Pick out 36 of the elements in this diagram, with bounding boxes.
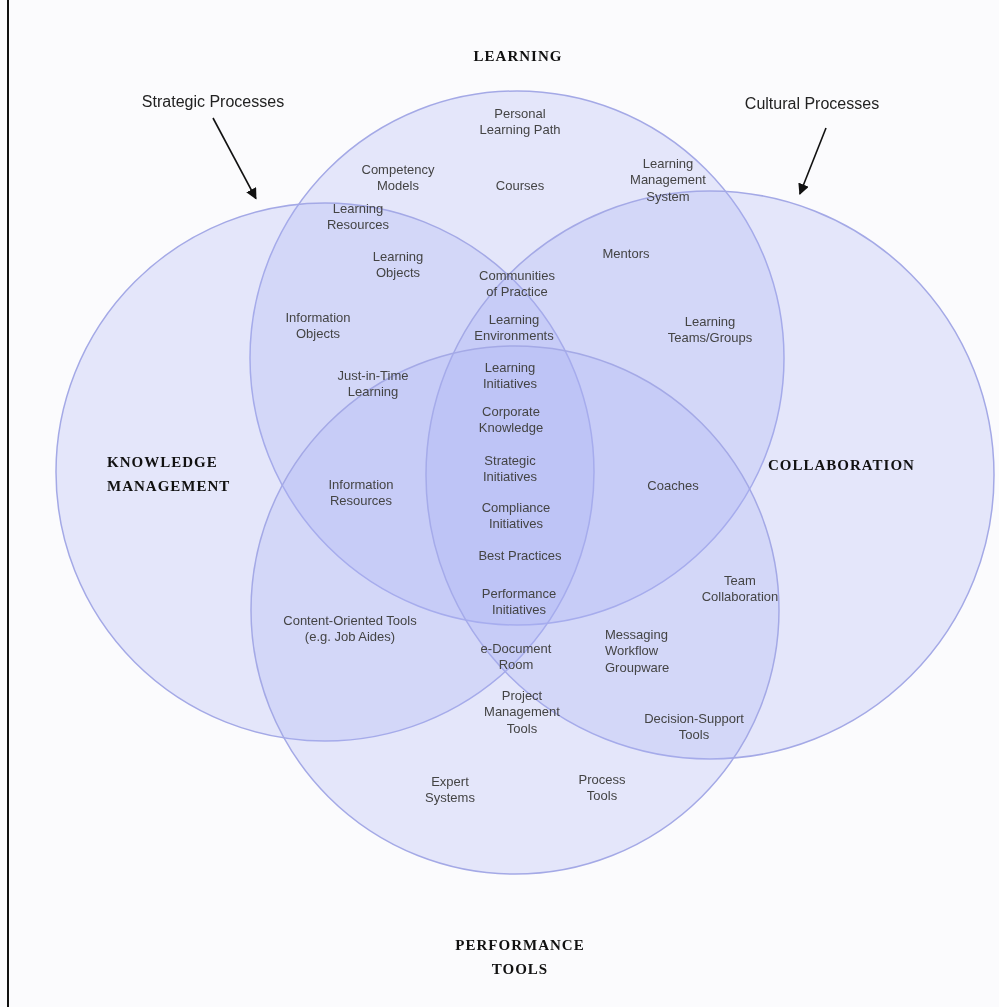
item-label: Process Tools — [577, 771, 627, 805]
item-label: Compliance Initiatives — [480, 499, 552, 533]
item-label: Communities of Practice — [478, 267, 556, 301]
item-label: Learning Resources — [325, 200, 391, 234]
item-label: Courses — [494, 177, 546, 195]
item-label: e-Document Room — [479, 640, 553, 674]
item-label: Coaches — [646, 477, 700, 495]
item-label: Strategic Initiatives — [481, 452, 539, 486]
category-heading: KNOWLEDGE MANAGEMENT — [107, 453, 232, 496]
item-label: Project Management Tools — [483, 687, 561, 737]
item-label: Information Resources — [327, 476, 395, 510]
item-label: Learning Management System — [629, 155, 707, 205]
item-label: Competency Models — [360, 161, 436, 195]
process-label: Cultural Processes — [744, 95, 880, 113]
item-label: Just-in-Time Learning — [336, 367, 410, 401]
item-label: Information Objects — [284, 309, 352, 343]
item-label: Team Collaboration — [700, 572, 780, 606]
category-heading: LEARNING — [472, 47, 564, 66]
category-heading: PERFORMANCE TOOLS — [454, 936, 586, 979]
item-label: Decision-Support Tools — [643, 710, 745, 744]
item-label: Messaging Workflow Groupware — [605, 626, 671, 676]
item-label: Best Practices — [477, 547, 563, 565]
item-label: Personal Learning Path — [478, 105, 562, 139]
item-label: Learning Objects — [371, 248, 425, 282]
arrow — [212, 117, 257, 200]
item-label: Performance Initiatives — [480, 585, 558, 619]
item-label: Expert Systems — [424, 773, 476, 807]
item-label: Learning Teams/Groups — [666, 313, 754, 347]
arrow — [798, 127, 827, 196]
item-label: Learning Environments — [473, 311, 555, 345]
item-label: Content-Oriented Tools (e.g. Job Aides) — [282, 612, 418, 646]
process-label: Strategic Processes — [141, 93, 285, 111]
item-label: Learning Initiatives — [481, 359, 539, 393]
category-heading: COLLABORATION — [768, 456, 916, 475]
item-label: Mentors — [601, 245, 651, 263]
item-label: Corporate Knowledge — [477, 403, 545, 437]
